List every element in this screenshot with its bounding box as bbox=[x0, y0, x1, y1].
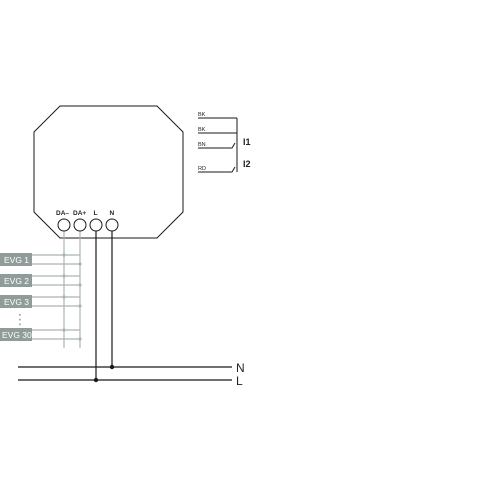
device-housing bbox=[33, 105, 184, 239]
evg-box-2: EVG 2 bbox=[0, 274, 32, 287]
wire-label-bk-2: BK bbox=[198, 127, 206, 133]
evg-box-30: EVG 30 bbox=[0, 328, 32, 341]
evg-label: EVG 2 bbox=[4, 276, 29, 286]
evg-box-1: EVG 1 bbox=[0, 253, 32, 266]
evg-connections bbox=[30, 254, 80, 340]
wire-label-rd: RD bbox=[198, 166, 206, 172]
input-label-i1: I1 bbox=[243, 137, 251, 147]
l-junction bbox=[93, 377, 99, 383]
terminal-label-da-plus: DA+ bbox=[73, 210, 86, 217]
n-junction bbox=[109, 364, 115, 370]
terminal-l bbox=[89, 218, 103, 232]
wire-label-bk-1: BK bbox=[198, 112, 206, 118]
mains-n-label: N bbox=[236, 361, 245, 375]
input-wiring bbox=[198, 117, 238, 173]
wire-label-bn: BN bbox=[198, 142, 206, 148]
bus-junctions bbox=[62, 253, 82, 341]
evg-box-3: EVG 3 bbox=[0, 295, 32, 308]
terminal-da-minus bbox=[57, 218, 71, 232]
terminal-label-da-minus: DA– bbox=[56, 210, 69, 217]
evg-label: EVG 3 bbox=[4, 297, 29, 307]
evg-ellipsis: ⋮ bbox=[13, 312, 27, 328]
terminal-label-n: N bbox=[110, 210, 115, 217]
input-label-i2: I2 bbox=[243, 159, 251, 169]
terminal-da-plus bbox=[73, 218, 87, 232]
evg-label: EVG 30 bbox=[2, 330, 32, 340]
mains-l-label: L bbox=[236, 374, 243, 388]
terminal-n bbox=[105, 218, 119, 232]
evg-label: EVG 1 bbox=[4, 255, 29, 265]
terminal-label-l: L bbox=[94, 210, 98, 217]
